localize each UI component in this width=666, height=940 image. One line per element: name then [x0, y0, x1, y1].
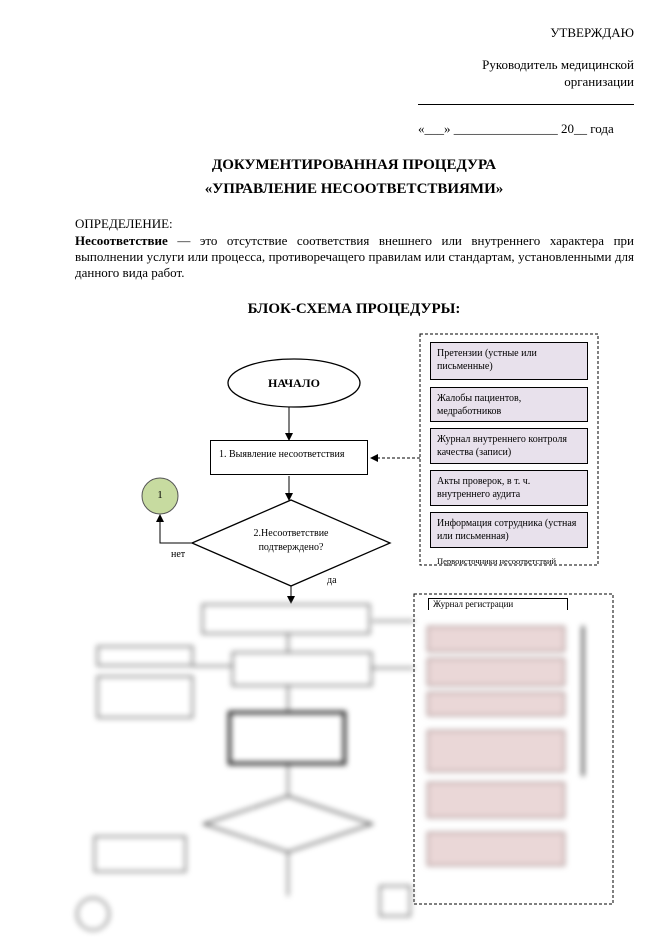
- source-quality-journal: Журнал внутреннего контроля качества (за…: [430, 428, 588, 464]
- blurred-register-3: [427, 692, 565, 716]
- date-day: «___»: [418, 121, 451, 136]
- approval-position-line2: организации: [564, 74, 634, 89]
- sources-caption: Первоисточники несоответствий: [437, 556, 557, 566]
- definition-heading: ОПРЕДЕЛЕНИЕ:: [75, 216, 173, 231]
- blurred-side-box2: [97, 676, 193, 718]
- source-complaints: Жалобы пациентов, медработников: [430, 387, 588, 422]
- blurred-step5: [228, 711, 346, 765]
- blurred-register-4: [427, 730, 565, 772]
- document-title-line2: «УПРАВЛЕНИЕ НЕСООТВЕТСТВИЯМИ»: [204, 181, 504, 197]
- step1-box: 1. Выявление несоответствия: [210, 440, 368, 475]
- decision2-line2: подтверждено?: [258, 542, 324, 553]
- decision2-text: 2.Несоответствие подтверждено?: [231, 527, 351, 555]
- connector-1-label: 1: [157, 489, 163, 501]
- yes-label: да: [327, 575, 337, 586]
- source-employee-info: Информация сотрудника (устная или письме…: [430, 512, 588, 548]
- approval-title: УТВЕРЖДАЮ: [550, 25, 634, 40]
- source-claims: Претензии (устные или письменные): [430, 342, 588, 380]
- blurred-register-6: [427, 832, 565, 866]
- start-label: НАЧАЛО: [268, 376, 320, 390]
- blurred-step6: [94, 836, 186, 872]
- definition-text: — это отсутствие соответствия внешнего и…: [75, 233, 634, 280]
- approval-position-line1: Руководитель медицинской: [482, 57, 634, 72]
- blurred-step3: [202, 604, 370, 634]
- source-audit-acts: Акты проверок, в т. ч. внутреннего аудит…: [430, 470, 588, 506]
- sources-container: [419, 333, 599, 566]
- step1-label: 1. Выявление несоответствия: [219, 449, 345, 460]
- signature-line: [418, 104, 634, 105]
- date-suffix: года: [590, 121, 614, 136]
- definition-term: Несоответствие: [75, 233, 168, 248]
- register-label: Журнал регистрации: [433, 599, 514, 609]
- approval-date: «___» ________________ 20__ года: [418, 121, 634, 137]
- blurred-lines: [76, 620, 584, 931]
- register-box: Журнал регистрации: [428, 598, 568, 610]
- blurred-side-box1: [97, 646, 193, 666]
- blurred-register-5: [427, 782, 565, 818]
- flowchart-heading: БЛОК-СХЕМА ПРОЦЕДУРЫ:: [247, 301, 461, 317]
- blurred-step4: [232, 652, 372, 686]
- connector-1: [141, 477, 179, 515]
- date-month-year: ________________ 20__: [453, 121, 587, 136]
- no-label: нет: [171, 549, 186, 560]
- blurred-register-2: [427, 658, 565, 686]
- blurred-preview-area: [0, 596, 666, 940]
- definition-paragraph: Несоответствие — это отсутствие соответс…: [75, 233, 634, 281]
- blurred-register-1: [427, 626, 565, 652]
- document-title-line1: ДОКУМЕНТИРОВАННАЯ ПРОЦЕДУРА: [211, 157, 497, 173]
- decision2-line1: 2.Несоответствие: [253, 528, 329, 539]
- start-terminal: [227, 358, 361, 408]
